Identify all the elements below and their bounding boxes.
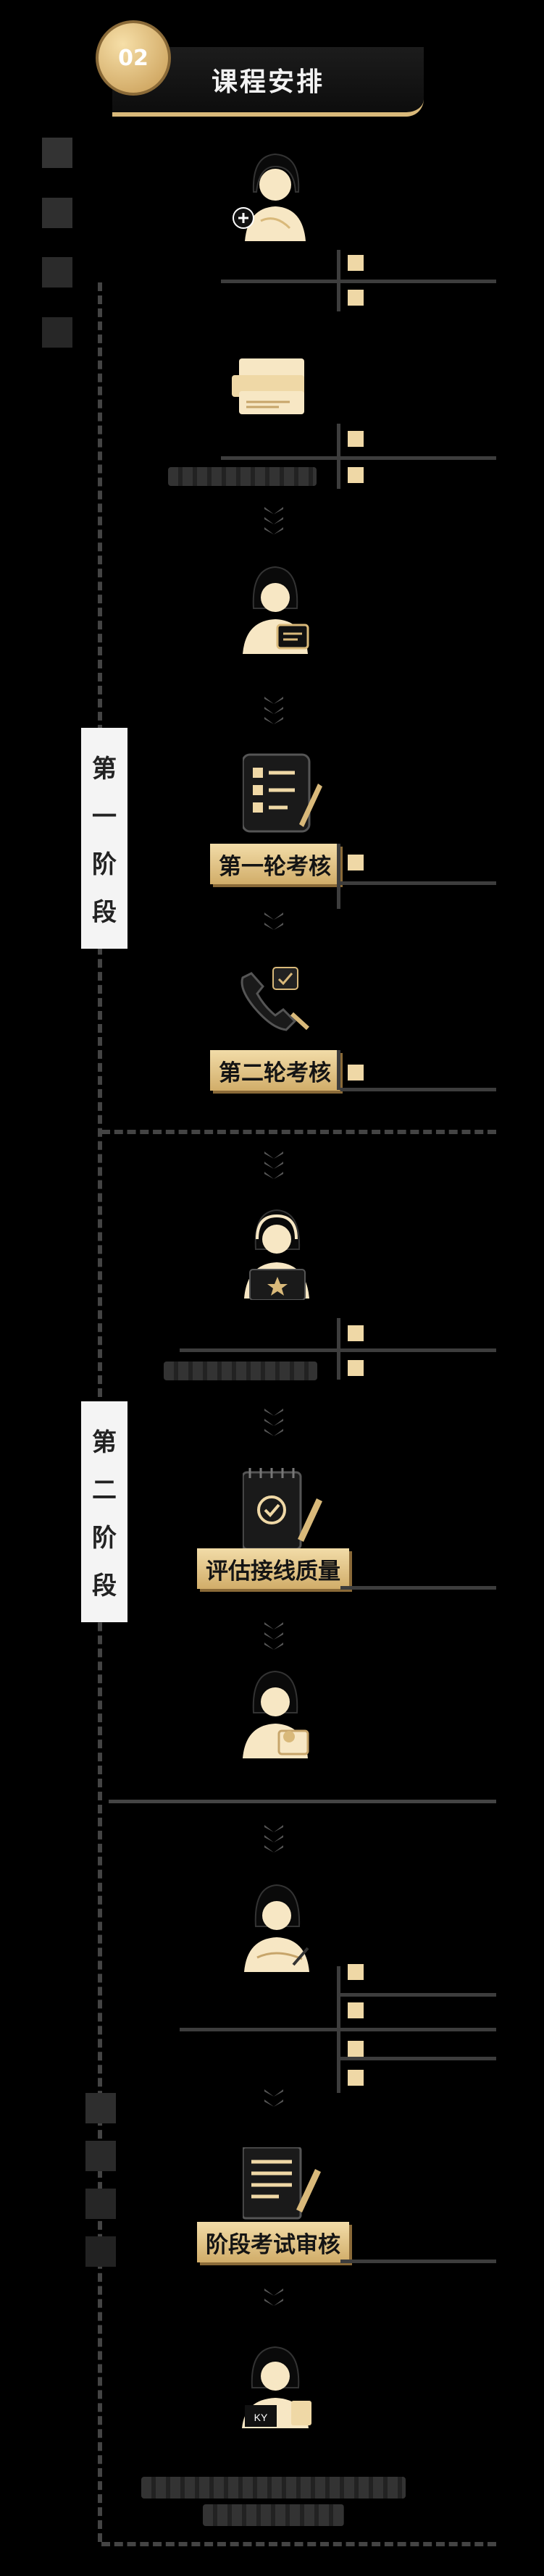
arrow-down-icon: [262, 2288, 285, 2306]
bullet-square: [348, 1964, 364, 1980]
trainer-icon: [243, 566, 309, 654]
stage-1-char: 阶: [92, 850, 117, 880]
phone-icon: [240, 967, 310, 1031]
faded-caption: [164, 1362, 317, 1380]
writing-person-icon: [244, 1884, 309, 1972]
stage-1-char: 段: [92, 898, 117, 928]
dim-stage-marker-bottom: [81, 2093, 120, 2267]
arrow-down-icon: [262, 912, 285, 930]
bullet-square: [348, 2041, 364, 2057]
stage-2-char: 第: [92, 1427, 117, 1457]
branch-line: [340, 1586, 496, 1590]
documents-icon: [232, 358, 304, 414]
exam-document-icon: [243, 2147, 321, 2220]
branch-line: [340, 1993, 496, 1997]
headset-operator-icon: [244, 1209, 309, 1300]
bullet-square: [348, 255, 364, 271]
bullet-square: [348, 2002, 364, 2018]
bullet-square: [348, 2070, 364, 2086]
section-number-badge: 02: [96, 20, 171, 96]
checklist-icon: [243, 753, 322, 833]
timeline-end: [101, 2542, 496, 2546]
bullet-square: [348, 1325, 364, 1341]
stage-divider-1: [101, 1130, 496, 1134]
step-round1-label: 第一轮考核: [210, 844, 340, 884]
quality-check-icon: [243, 1468, 322, 1550]
branch-line: [221, 456, 496, 460]
bullet-square: [348, 467, 364, 483]
certified-person-icon: KY: [242, 2346, 311, 2428]
bullet-square: [348, 855, 364, 870]
arrow-down-icon: [262, 1622, 285, 1650]
section-title: 课程安排: [211, 67, 325, 97]
stage-1-char: 一: [92, 802, 117, 831]
arrow-down-icon: [262, 1409, 285, 1436]
branch-line: [340, 2260, 496, 2263]
branch-line: [337, 844, 340, 909]
stage-label-1: 第 一 阶 段: [81, 728, 127, 949]
step-round2-label: 第二轮考核: [210, 1050, 340, 1091]
arrow-down-icon: [262, 1151, 285, 1179]
dim-stage-marker-top: [38, 138, 77, 348]
branch-line: [180, 1348, 496, 1352]
faded-caption: [203, 2504, 344, 2526]
faded-caption: [168, 467, 317, 486]
arrow-down-icon: [262, 697, 285, 724]
branch-line: [337, 1050, 340, 1090]
faded-caption: [141, 2477, 406, 2499]
arrow-down-icon: [262, 1825, 285, 1853]
new-hire-icon: [233, 153, 306, 241]
arrow-down-icon: [262, 2089, 285, 2107]
arrow-down-icon: [262, 507, 285, 534]
review-person-icon: [243, 1670, 309, 1758]
stage-1-char: 第: [92, 754, 117, 784]
bullet-square: [348, 290, 364, 306]
step-final-exam-label: 阶段考试审核: [197, 2222, 349, 2262]
stage-divider-2: [109, 1800, 496, 1803]
stage-2-char: 段: [92, 1572, 117, 1601]
section-header: 课程安排: [112, 47, 424, 117]
bullet-square: [348, 431, 364, 447]
branch-line: [221, 280, 496, 283]
stage-label-2: 第 二 阶 段: [81, 1401, 127, 1622]
branch-line: [180, 2028, 496, 2031]
branch-line: [340, 1088, 496, 1091]
branch-line: [340, 2057, 496, 2060]
stage-2-char: 二: [92, 1475, 117, 1505]
bullet-square: [348, 1360, 364, 1376]
branch-line: [340, 881, 496, 885]
svg-text:KY: KY: [254, 2412, 268, 2423]
bullet-square: [348, 1065, 364, 1081]
stage-2-char: 阶: [92, 1524, 117, 1553]
step-quality-label: 评估接线质量: [197, 1548, 349, 1589]
